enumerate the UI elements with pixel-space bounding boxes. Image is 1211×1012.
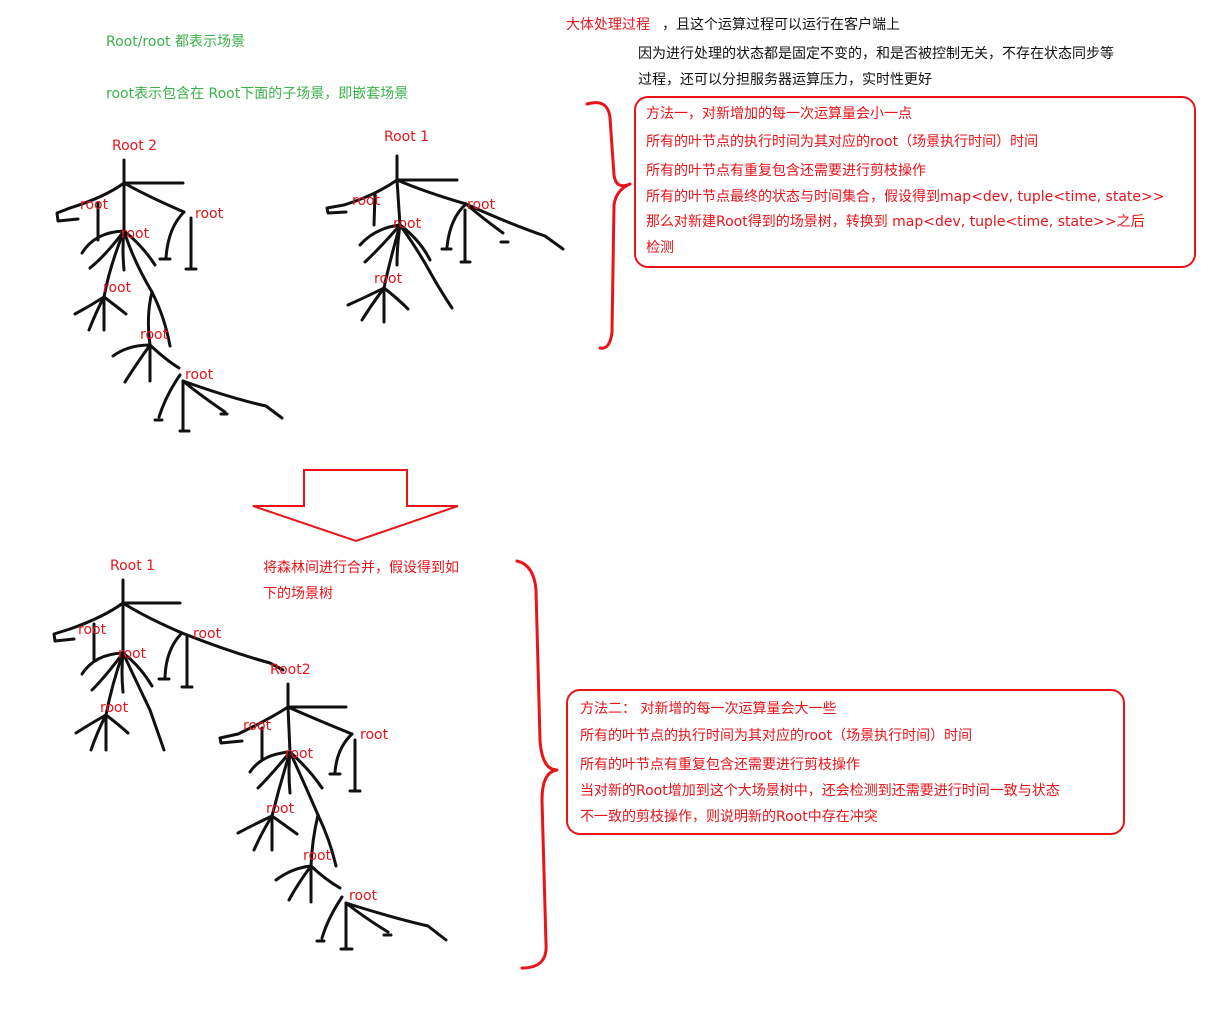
tree-c-child-label-2: root xyxy=(193,626,222,642)
tree-b-child-label-4: root xyxy=(374,271,403,287)
method2-box xyxy=(566,689,1125,835)
method1-line-1: 方法一，对新增加的每一次运算量会小一点 xyxy=(646,106,912,122)
tree-b-root-label: Root 1 xyxy=(384,129,430,145)
method2-line-5: 不一致的剪枝操作，则说明新的Root中存在冲突 xyxy=(580,809,878,825)
method1-line-3: 所有的叶节点有重复包含还需要进行剪枝操作 xyxy=(646,163,926,179)
method2-line-4: 当对新的Root增加到这个大场景树中，还会检测到还需要进行时间一致与状态 xyxy=(580,783,1060,799)
down-arrow xyxy=(252,469,459,543)
tree-root1-top xyxy=(325,154,565,324)
overview-line-2: 因为进行处理的状态都是固定不变的，和是否被控制无关，不存在状态同步等 xyxy=(638,46,1114,62)
tree-a-root-label: Root 2 xyxy=(112,138,158,154)
tree-c-child-label-8: root xyxy=(266,801,295,817)
brace-method2 xyxy=(515,559,559,970)
method2-line-2: 所有的叶节点的执行时间为其对应的root（场景执行时间）时间 xyxy=(580,728,973,744)
method1-line-4: 所有的叶节点最终的状态与时间集合，假设得到map<dev, tuple<time… xyxy=(646,189,1165,205)
legend-root-text: Root/root 都表示场景 xyxy=(106,34,245,50)
tree-root2 xyxy=(55,158,284,433)
tree-c-child-label-10: root xyxy=(349,888,378,904)
method1-line-6: 检测 xyxy=(646,240,674,256)
method1-line-2: 所有的叶节点的执行时间为其对应的root（场景执行时间）时间 xyxy=(646,134,1039,150)
tree-c-root-label: Root 1 xyxy=(110,558,156,574)
method1-line-5: 那么对新建Root得到的场景树，转换到 map<dev, tuple<time,… xyxy=(646,214,1145,230)
tree-c-child-label-3: root xyxy=(118,646,147,662)
tree-c-child-label-7: root xyxy=(285,746,314,762)
tree-b-child-label-1: root xyxy=(352,193,381,209)
tree-c-child-label-1: root xyxy=(78,622,107,638)
method2-line-1: 方法二： 对新增的每一次运算量会大一些 xyxy=(580,701,837,717)
merge-note-line-2: 下的场景树 xyxy=(263,586,333,602)
tree-a-child-label-2: root xyxy=(195,206,224,222)
tree-a-child-label-5: root xyxy=(140,327,169,343)
merge-note-line-1: 将森林间进行合并，假设得到如 xyxy=(263,560,459,576)
tree-a-child-label-6: root xyxy=(185,367,214,383)
tree-merged xyxy=(52,578,448,951)
brace-method1 xyxy=(585,101,632,350)
overview-heading: 大体处理过程 xyxy=(566,17,650,33)
tree-c-subroot-label: Root2 xyxy=(270,662,311,678)
tree-b-child-label-3: root xyxy=(393,216,422,232)
tree-a-child-label-4: root xyxy=(103,280,132,296)
method1-box xyxy=(634,96,1196,268)
tree-c-child-label-9: root xyxy=(303,848,332,864)
tree-c-child-label-4: root xyxy=(100,700,129,716)
overview-line-1: ，且这个运算过程可以运行在客户端上 xyxy=(662,17,900,33)
tree-c-child-label-5: root xyxy=(243,718,272,734)
overview-line-3: 过程，还可以分担服务器运算压力，实时性更好 xyxy=(638,72,932,88)
tree-a-child-label-1: root xyxy=(80,197,109,213)
legend-child-text: root表示包含在 Root下面的子场景，即嵌套场景 xyxy=(106,86,409,102)
tree-b-child-label-2: root xyxy=(467,197,496,213)
tree-c-child-label-6: root xyxy=(360,727,389,743)
method2-line-3: 所有的叶节点有重复包含还需要进行剪枝操作 xyxy=(580,757,860,773)
tree-a-child-label-3: root xyxy=(121,226,150,242)
